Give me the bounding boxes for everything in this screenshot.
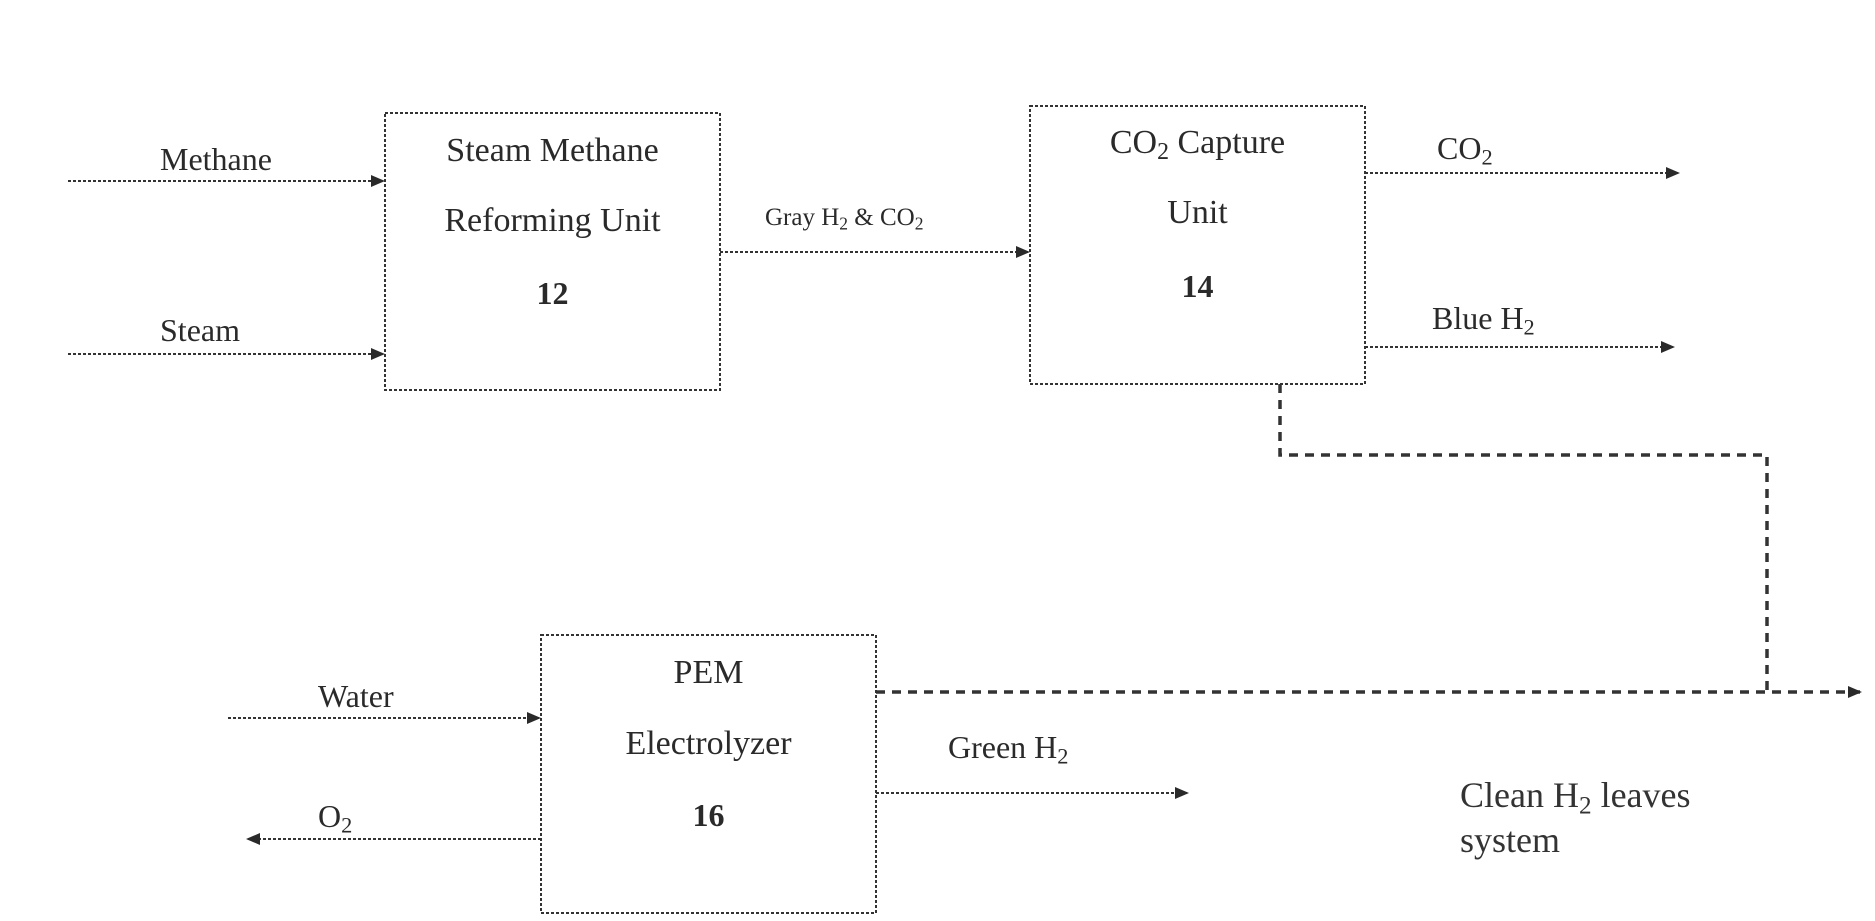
capture-title-line2: Unit [1030, 196, 1365, 230]
smr-unit-number: 12 [385, 277, 720, 309]
green-h2-label: Green H2 [948, 731, 1068, 763]
clean-h2-note-line1: Clean H2 leaves [1460, 773, 1691, 818]
clean-h2-route-from-capture [1280, 384, 1767, 692]
blue-h2-label: Blue H2 [1432, 302, 1535, 334]
methane-label: Methane [160, 143, 272, 175]
steam-label: Steam [160, 314, 240, 346]
gray-h2-co2-label: Gray H2 & CO2 [765, 205, 923, 230]
pem-title-line2: Electrolyzer [541, 727, 876, 761]
smr-title-line2: Reforming Unit [385, 204, 720, 238]
clean-h2-outlet-note: Clean H2 leaves system [1460, 773, 1691, 863]
water-label: Water [318, 680, 394, 712]
clean-h2-note-line2: system [1460, 818, 1691, 863]
capture-unit-number: 14 [1030, 270, 1365, 302]
smr-title-line1: Steam Methane [385, 134, 720, 168]
o2-label: O2 [318, 800, 352, 832]
co2-output-label: CO2 [1437, 132, 1493, 164]
pem-title-line1: PEM [541, 656, 876, 690]
pem-unit-number: 16 [541, 799, 876, 831]
capture-title-line1: CO2 Capture [1030, 126, 1365, 160]
